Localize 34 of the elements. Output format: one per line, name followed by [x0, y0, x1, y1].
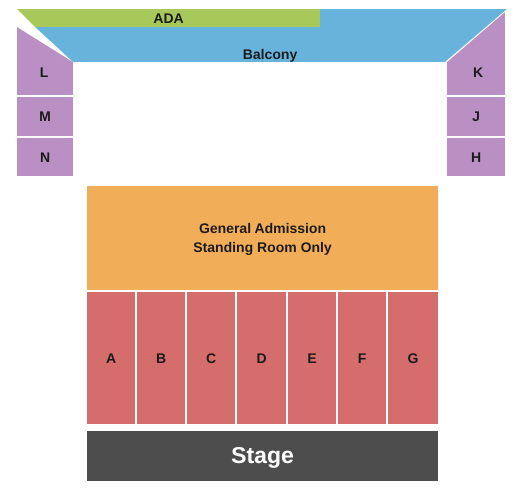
seating-section [237, 292, 286, 424]
section-label: B [156, 348, 166, 368]
seating-section [447, 97, 505, 136]
section-label: L [40, 63, 48, 82]
section-label: F [358, 348, 366, 368]
section-label: J [472, 107, 480, 126]
section-label: N [40, 148, 50, 166]
stage-area [87, 431, 438, 481]
section-label: M [39, 107, 51, 126]
section-label: K [472, 63, 484, 82]
seating-section [338, 292, 386, 424]
seating-section [447, 138, 505, 176]
section-label: A [106, 348, 116, 368]
seating-section [187, 292, 235, 424]
seating-section [17, 97, 73, 136]
seating-section [288, 292, 336, 424]
standing-area [87, 186, 438, 290]
section-label: G [408, 348, 418, 368]
accessible-seating-section [17, 9, 320, 27]
seating-section [17, 27, 73, 95]
section-label: Balcony [242, 45, 298, 64]
section-label: D [256, 348, 267, 368]
section-label: General Admission Standing Room Only [192, 219, 333, 257]
section-label: H [470, 148, 482, 166]
balcony-section [17, 9, 507, 62]
section-label: ADA [153, 8, 184, 28]
section-label: Stage [231, 441, 294, 470]
seating-section [388, 292, 438, 424]
seating-section [137, 292, 185, 424]
seating-section [447, 12, 505, 95]
section-label: E [307, 348, 317, 368]
seating-section [87, 292, 135, 424]
section-label: C [206, 348, 216, 368]
seating-section [17, 138, 73, 176]
